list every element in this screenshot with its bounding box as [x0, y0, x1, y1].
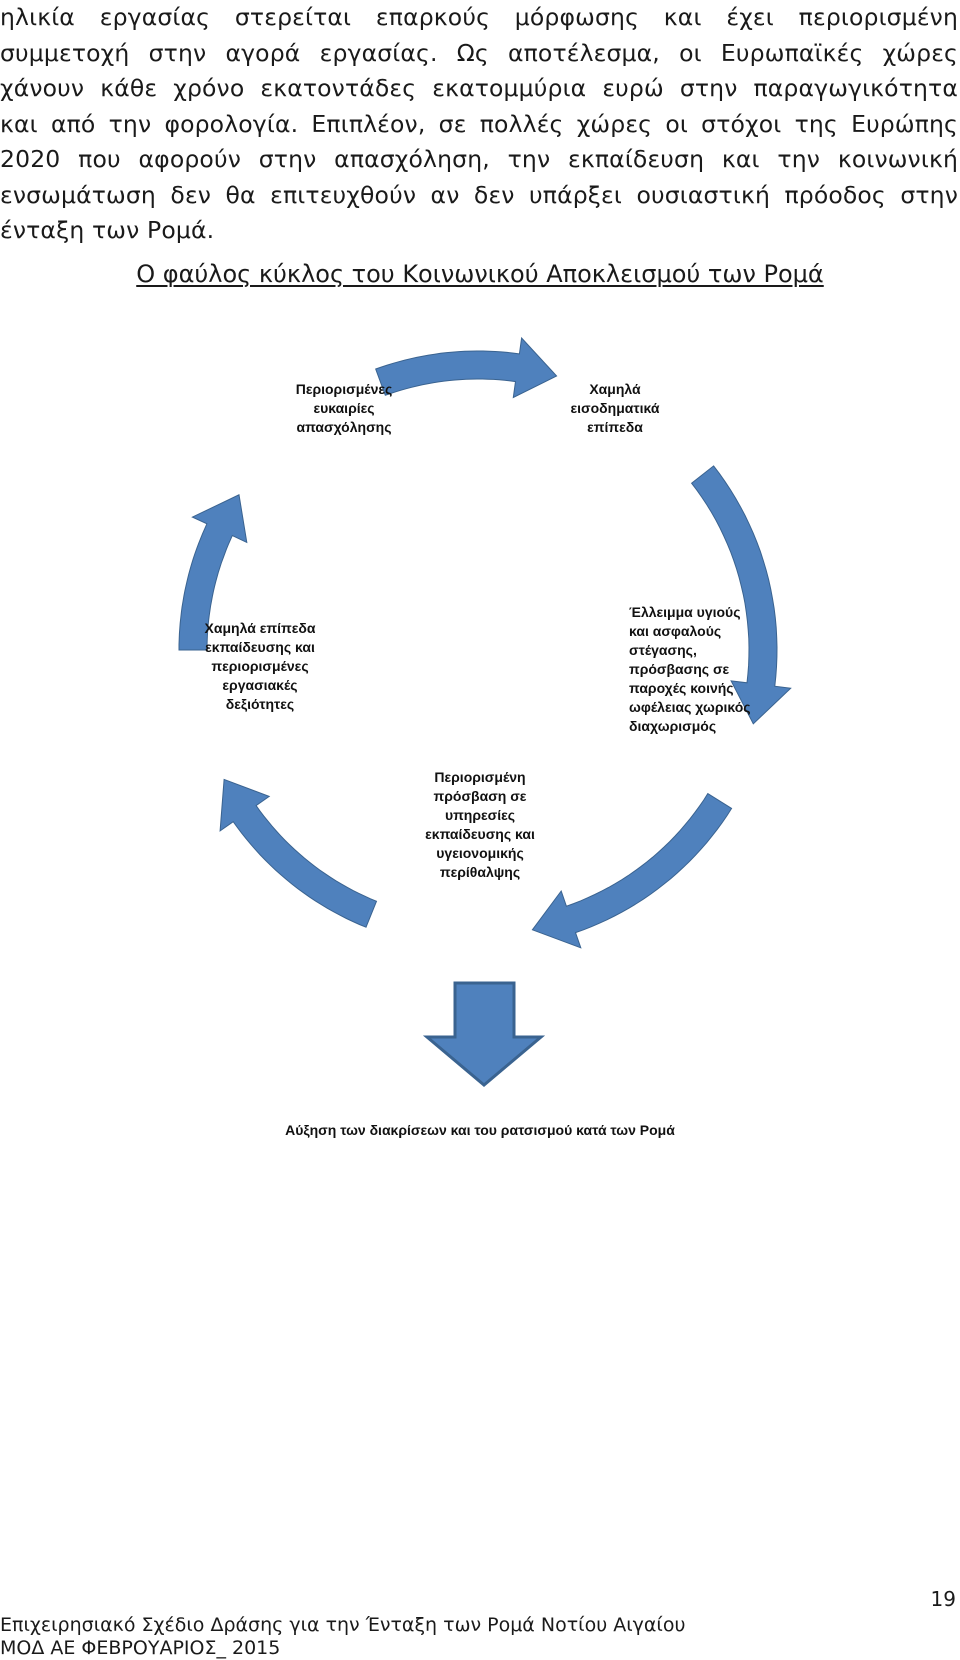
footer-title: Επιχειρησιακό Σχέδιο Δράσης για την Έντα… [0, 1614, 686, 1636]
node-housing: Έλλειμμα υγιούς και ασφαλούς στέγασης, π… [629, 604, 751, 734]
paragraph-line: ηλικία εργασίας στερείται επαρκούς μόρφω… [0, 3, 958, 31]
paragraph-line: ενσωμάτωση δεν θα επιτευχθούν αν δεν υπά… [0, 180, 958, 209]
down-arrow [422, 981, 546, 1087]
arrow-housing-to-services [531, 792, 733, 949]
diagram-title: Ο φαύλος κύκλος του Κοινωνικού Αποκλεισμ… [136, 260, 824, 288]
node-services: Περιορισμένη πρόσβαση σε υπηρεσίες εκπαί… [425, 769, 535, 880]
paragraph-line: συμμετοχή στην αγορά εργασίας. Ως αποτέλ… [0, 38, 958, 67]
node-education: Χαμηλά επίπεδα εκπαίδευσης και περιορισμ… [204, 620, 316, 712]
page-footer: Επιχειρησιακό Σχέδιο Δράσης για την Έντα… [0, 1614, 685, 1660]
paragraph-line: ένταξη των Ρομά. [0, 216, 215, 244]
node-income: Χαμηλά εισοδηματικά επίπεδα [570, 381, 660, 435]
paragraph-line: 2020 που αφορούν στην απασχόληση, την εκ… [0, 145, 958, 173]
paragraph-line: χάνουν κάθε χρόνο εκατοντάδες εκατομμύρι… [0, 74, 958, 102]
body-paragraph: ηλικία εργασίας στερείται επαρκούς μόρφω… [0, 0, 958, 249]
page-number: 19 [930, 1587, 956, 1611]
footer-date: ΜΟΔ ΑΕ ΦΕΒΡΟΥΑΡΙΟΣ_ 2015 [0, 1637, 281, 1659]
diagram-result: Αύξηση των διακρίσεων και του ρατσισμού … [285, 1122, 675, 1138]
paragraph-line: και από την φορολογία. Επιπλέον, σε πολλ… [0, 109, 958, 138]
node-employment: Περιορισμένες ευκαιρίες απασχόλησης [295, 381, 393, 435]
arrow-services-to-education [219, 778, 378, 928]
